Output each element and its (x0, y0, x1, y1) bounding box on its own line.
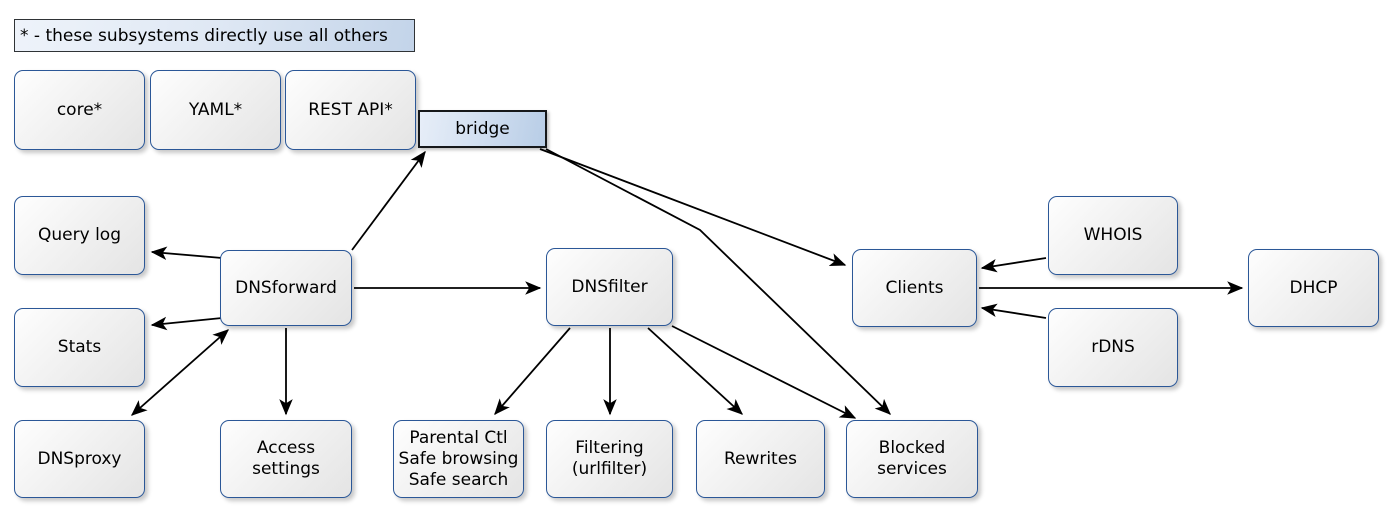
edge-rdns-to-clients (980, 303, 1047, 319)
node-label-filtering: Filtering (urlfilter) (571, 438, 648, 479)
node-label-dnsforward: DNSforward (235, 277, 337, 298)
node-label-dhcp: DHCP (1289, 277, 1338, 298)
node-dnsproxy[interactable]: DNSproxy (14, 420, 145, 498)
node-dhcp[interactable]: DHCP (1248, 249, 1379, 327)
node-label-clients: Clients (885, 277, 944, 298)
node-filtering[interactable]: Filtering (urlfilter) (546, 420, 673, 498)
node-label-rewrites: Rewrites (723, 448, 798, 469)
node-rewrites[interactable]: Rewrites (696, 420, 825, 498)
edge-whois-to-clients (980, 257, 1047, 273)
node-querylog[interactable]: Query log (14, 196, 145, 275)
node-rdns[interactable]: rDNS (1048, 308, 1178, 387)
node-label-dnsproxy: DNSproxy (37, 448, 122, 469)
node-yaml[interactable]: YAML* (150, 70, 281, 150)
node-label-core: core* (56, 99, 103, 120)
node-label-rdns: rDNS (1091, 337, 1135, 357)
node-dnsforward[interactable]: DNSforward (220, 250, 352, 326)
legend-text: * - these subsystems directly use all ot… (20, 25, 388, 46)
node-access[interactable]: Access settings (220, 420, 352, 498)
edge-dnsfilter-to-parental (494, 327, 571, 416)
edge-dnsforward-to-querylog (150, 246, 223, 260)
legend-note: * - these subsystems directly use all ot… (14, 19, 415, 52)
node-label-blocked: Blocked services (877, 438, 947, 479)
node-label-bridge: bridge (455, 118, 510, 139)
edge-bridge-to-blocked (545, 148, 891, 415)
edge-dnsforward-to-bridge (351, 150, 426, 251)
node-whois[interactable]: WHOIS (1048, 196, 1178, 275)
node-label-stats: Stats (57, 337, 102, 357)
node-blocked[interactable]: Blocked services (846, 420, 978, 498)
node-stats[interactable]: Stats (14, 308, 145, 387)
node-dnsfilter[interactable]: DNSfilter (546, 248, 673, 326)
node-label-restapi: REST API* (308, 99, 393, 120)
edge-dnsforward-to-stats (150, 316, 223, 331)
node-restapi[interactable]: REST API* (285, 70, 416, 150)
edge-bridge-to-clients (539, 148, 847, 267)
node-parental[interactable]: Parental Ctl Safe browsing Safe search (393, 420, 524, 498)
node-label-dnsfilter: DNSfilter (571, 276, 648, 297)
node-label-parental: Parental Ctl Safe browsing Safe search (398, 427, 519, 490)
edge-dnsfilter-to-rewrites (647, 327, 743, 415)
node-label-yaml: YAML* (188, 99, 243, 120)
node-core[interactable]: core* (14, 70, 145, 150)
node-label-querylog: Query log (38, 225, 121, 245)
edge-dnsproxy-to-dnsforward (130, 329, 230, 416)
edge-dnsfilter-to-blocked (671, 325, 857, 419)
node-clients[interactable]: Clients (852, 249, 977, 327)
node-label-whois: WHOIS (1083, 225, 1143, 245)
node-label-access: Access settings (252, 438, 320, 479)
node-bridge[interactable]: bridge (418, 110, 547, 148)
